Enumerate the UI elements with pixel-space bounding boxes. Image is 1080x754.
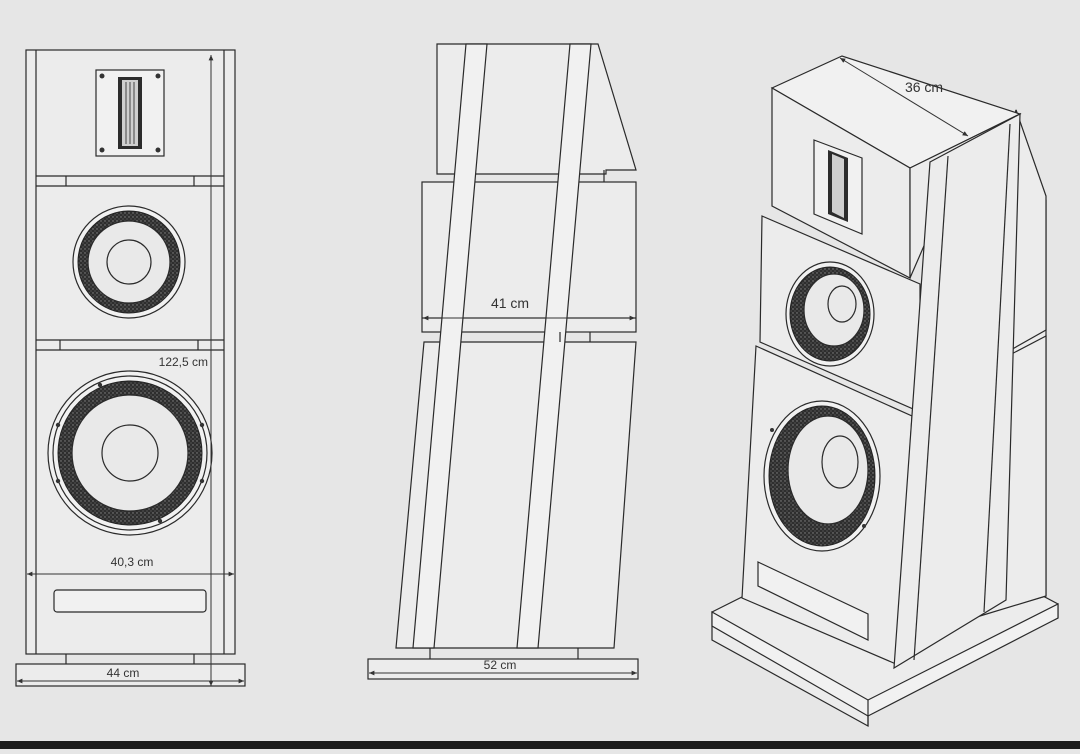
front-width-label: 40,3 cm [111, 555, 154, 569]
perspective-woofer-driver [763, 400, 881, 552]
side-slanted-strip-right [516, 43, 592, 649]
perspective-tweeter [813, 139, 863, 235]
front-view: 122,5 cm 40,3 cm 44 cm [15, 49, 246, 687]
front-tweeter [95, 69, 165, 157]
bottom-bar [0, 741, 1080, 749]
perspective-midrange-driver [785, 261, 875, 367]
side-base-label: 52 cm [484, 658, 517, 672]
front-bass-port [53, 589, 207, 613]
side-view: 41 cm 52 cm [367, 43, 639, 680]
front-midrange-driver [72, 205, 186, 319]
side-depth-label: 41 cm [491, 295, 529, 311]
front-base-label: 44 cm [107, 666, 140, 680]
front-height-label: 122,5 cm [159, 355, 208, 369]
perspective-top-label: 36 cm [905, 79, 943, 95]
perspective-top-dimension-line [839, 57, 969, 137]
front-woofer-driver [47, 370, 213, 536]
side-slanted-strip-left [412, 43, 488, 649]
perspective-view: 36 cm [711, 55, 1059, 728]
perspective-bass-port [757, 561, 869, 641]
